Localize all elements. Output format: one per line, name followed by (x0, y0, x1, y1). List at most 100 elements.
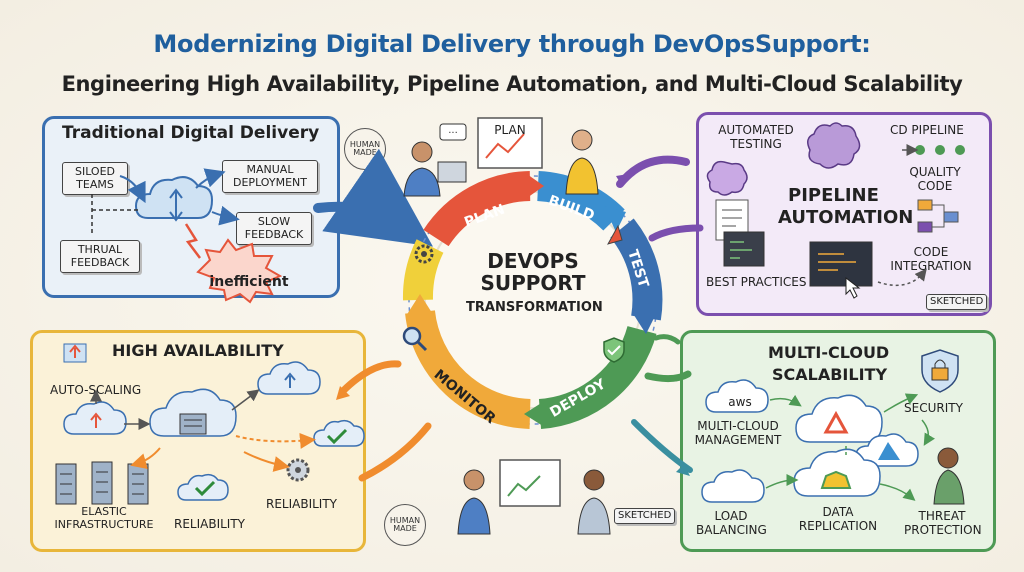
sketched-tag-1: SKETCHED (926, 294, 988, 310)
google-cloud-icon (793, 448, 881, 497)
human-made-stamp-2: HUMAN MADE (384, 504, 426, 546)
main-title: Modernizing Digital Delivery through Dev… (153, 30, 871, 58)
devops-center-label: DEVOPS SUPPORT TRANSFORMATION (466, 249, 603, 315)
brain-icon (706, 160, 748, 196)
rocket-icon (606, 224, 623, 245)
ha-arrow-2 (358, 422, 432, 482)
magnifier-icon (402, 326, 428, 352)
transition-arrow (313, 148, 433, 247)
sketched-tag-2: SKETCHED (614, 508, 676, 524)
flow-arrow (195, 168, 226, 189)
plan-segment (423, 171, 531, 247)
best-practices-label: BEST PRACTICES (706, 275, 807, 289)
flow-arrow (879, 483, 916, 501)
pipeline-flow-icon (902, 144, 965, 156)
person-presenting-icon (565, 129, 599, 195)
flow-arrow (243, 451, 290, 472)
code-window-icon (809, 241, 873, 287)
pipeline-title-1: PIPELINE (788, 185, 879, 206)
lightning-icon (184, 223, 201, 259)
person-with-laptop-icon (403, 141, 467, 197)
flow-arrow (883, 393, 919, 413)
build-arrowhead (604, 206, 626, 232)
chat-bubble-icon: ··· (439, 123, 467, 141)
multi-cloud-management-label: MULTI-CLOUD MANAGEMENT (694, 419, 782, 447)
svg-text:···: ··· (448, 128, 458, 139)
flow-arrow (921, 419, 936, 446)
google-cloud-icon (795, 394, 883, 443)
security-label: SECURITY (904, 401, 963, 415)
data-replication-label: DATA REPLICATION (798, 505, 878, 533)
gear-icon (286, 458, 310, 482)
plan-board-label: PLAN (494, 123, 525, 137)
center-line-2: SUPPORT (480, 271, 586, 295)
load-balancer-cloud-icon (701, 469, 765, 503)
mc-arrow (644, 370, 692, 383)
server-rack-icon (55, 463, 77, 505)
monitor-tail-segment (402, 239, 444, 301)
aws-cloud-icon: aws (705, 379, 769, 413)
slow-feedback-box: SLOW FEEDBACK (236, 212, 312, 246)
mc-title-1: MULTI-CLOUD (768, 343, 890, 362)
mc-arrow-3 (653, 334, 681, 345)
plan-arrowhead (524, 172, 544, 200)
mc-title-2: SCALABILITY (772, 365, 888, 384)
person-at-computer-icon (933, 447, 965, 505)
inefficient-label: inefficient (209, 274, 288, 290)
padlock-shield-icon (921, 349, 959, 393)
test-arrowhead (632, 312, 656, 334)
scale-up-icon (63, 343, 87, 363)
flow-arrow (119, 175, 146, 204)
cloud-server-icon (149, 388, 237, 437)
cloud-icon (134, 176, 214, 222)
load-balancing-label: LOAD BALANCING (696, 509, 767, 537)
deploy-segment (538, 325, 657, 429)
pipeline-title-2: AUTOMATION (778, 207, 914, 228)
center-line-3: TRANSFORMATION (466, 300, 603, 315)
dashed-flow-arrow (877, 268, 927, 287)
monitor-segment (405, 310, 531, 429)
ha-arrowhead (336, 386, 350, 400)
flow-arrow (211, 205, 240, 226)
server-rack-icon (127, 463, 149, 505)
center-line-1: DEVOPS (487, 249, 579, 273)
cloud-check-icon (313, 419, 365, 447)
traditional-title: Traditional Digital Delivery (62, 123, 320, 143)
cd-pipeline-label: CD PIPELINE (890, 123, 964, 137)
flow-arrow (130, 447, 161, 469)
flow-arrow (769, 394, 802, 407)
cloud-icon (257, 361, 321, 395)
inefficient-burst: inefficient (196, 238, 289, 304)
monitor-arrowhead (406, 294, 434, 316)
aws-label: aws (728, 395, 751, 409)
flowchart-icon (917, 199, 959, 233)
checkmark-cloud-icon (177, 473, 229, 501)
code-integration-label: CODE INTEGRATION (890, 245, 972, 273)
analysts-icon (457, 459, 611, 535)
manual-deployment-box: MANUAL DEPLOYMENT (222, 160, 318, 194)
gear-icon (414, 244, 434, 264)
pipeline-arrowhead (616, 174, 628, 186)
automated-testing-label: AUTOMATED TESTING (718, 123, 794, 151)
pipeline-arrow (616, 155, 690, 188)
quality-code-label: QUALITY CODE (909, 165, 961, 193)
siloed-teams-box: SILOED TEAMS (62, 162, 128, 196)
pipeline-arrow-2 (648, 224, 704, 242)
dashed-flow-arrow (235, 432, 316, 449)
mc-arrow-2 (631, 419, 693, 473)
dashed-connector (91, 194, 138, 234)
reliability-label-2: RELIABILITY (266, 497, 338, 511)
shield-check-icon (603, 337, 625, 363)
test-segment (610, 218, 663, 321)
brain-icon (807, 122, 861, 169)
threat-protection-label: THREAT PROTECTION (904, 509, 982, 537)
ha-arrow (338, 360, 402, 396)
cursor-icon (845, 276, 861, 299)
mc-arrowhead (676, 464, 690, 476)
ha-title: HIGH AVAILABILITY (112, 341, 284, 360)
server-rack-icon (91, 461, 113, 505)
reliability-label-1: RELIABILITY (174, 517, 246, 531)
plan-board-icon: PLAN (477, 117, 543, 169)
